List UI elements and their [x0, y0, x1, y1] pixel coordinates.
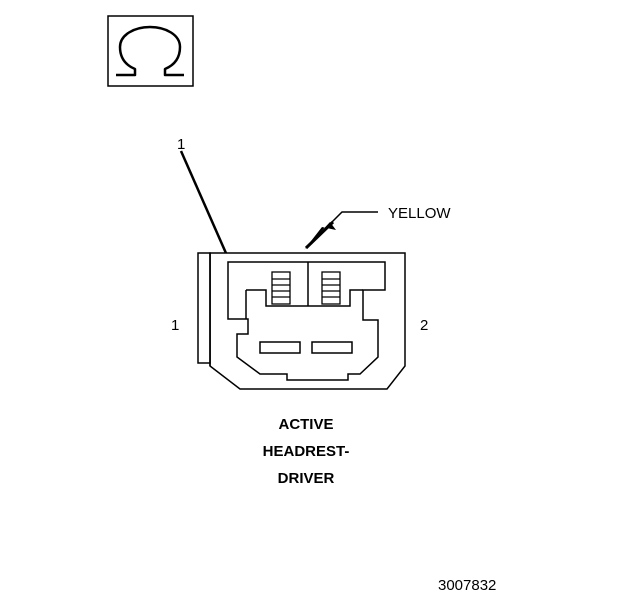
connector-body [197, 252, 406, 390]
color-callout-arrow [304, 211, 378, 250]
pin-label-1: 1 [171, 317, 179, 334]
color-label: YELLOW [388, 205, 451, 222]
omega-ohm-icon [116, 25, 184, 77]
terminal-slot-2 [311, 341, 353, 354]
connector-title-line-2: HEADREST- [263, 443, 350, 460]
connector-title-line-3: DRIVER [278, 470, 335, 487]
connector-title-line-1: ACTIVE [278, 416, 333, 433]
terminal-latch-right [321, 271, 341, 305]
figure-id: 3007832 [438, 577, 496, 594]
pin-label-2: 2 [420, 317, 428, 334]
terminal-latch-left [271, 271, 291, 305]
terminal-slot-1 [259, 341, 301, 354]
ohm-symbol-box [107, 15, 194, 87]
callout-number: 1 [177, 136, 185, 153]
